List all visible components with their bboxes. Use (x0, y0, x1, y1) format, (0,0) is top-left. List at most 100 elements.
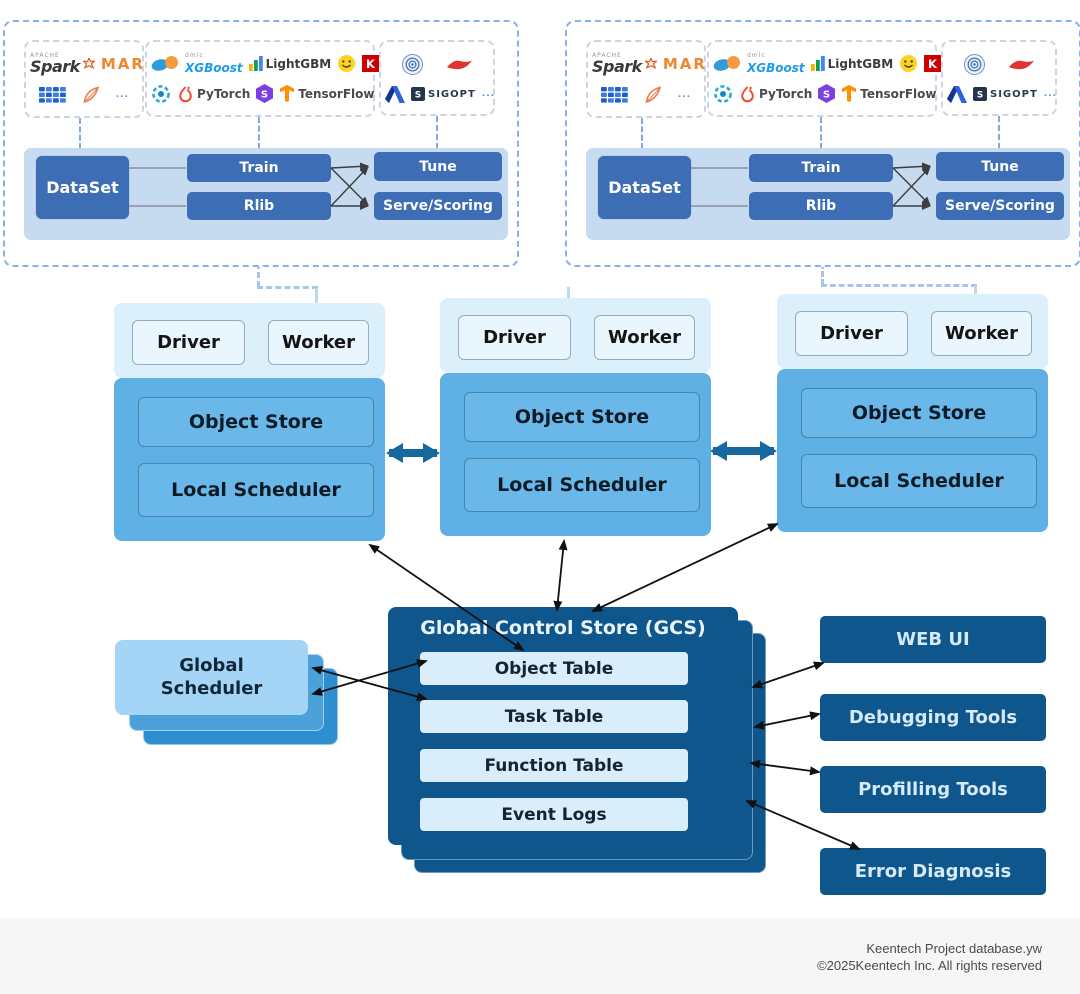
tool-debugging-tools: Debugging Tools (820, 694, 1046, 741)
global-scheduler-stack: Global Scheduler (115, 640, 338, 745)
tuning-logos: S SIGOPT... (941, 40, 1057, 116)
logo-text: MARS (662, 55, 720, 74)
grid-logo (600, 86, 628, 103)
panel-connector-dashed (258, 117, 260, 149)
gcs-table-task-table: Task Table (420, 700, 688, 733)
keras-icon: K (362, 55, 380, 73)
huggingface-icon (899, 54, 918, 73)
spiral-logo (963, 53, 986, 76)
grid-icon (38, 86, 66, 103)
text-logo: ... (116, 90, 129, 100)
rlib-box: Rlib (187, 192, 331, 220)
sigopt-logo: S SIGOPT (973, 87, 1038, 102)
huggingface-logo (337, 54, 356, 73)
hexagon-s-icon: S (818, 84, 836, 104)
logo-row: S SIGOPT... (947, 85, 1056, 103)
lightgbm-icon (248, 56, 263, 72)
feather-logo (643, 85, 663, 105)
logo-text: Spark (592, 57, 642, 77)
panel-to-node-dash-horizontal (257, 286, 318, 289)
lightgbm-logo: LightGBM (810, 56, 894, 72)
hexagon-s-logo: S (818, 84, 836, 104)
panel-connector-dashed (436, 116, 438, 149)
panel-to-node-dash-horizontal (821, 284, 977, 287)
huggingface-logo (899, 54, 918, 73)
svg-text:K: K (928, 57, 938, 71)
object-store-box: Object Store (801, 388, 1037, 438)
logo-text: PyTorch (759, 86, 813, 101)
driver-box: Driver (458, 315, 571, 360)
sklearn-logo (151, 55, 179, 72)
text-logo: ... (482, 89, 495, 99)
svg-text:K: K (366, 57, 376, 71)
pytorch-icon (177, 84, 194, 103)
logo-text: SIGOPT (990, 88, 1038, 100)
feather-icon (643, 85, 663, 105)
logo-subtext: APACHE (592, 52, 622, 60)
local-scheduler-box: Local Scheduler (801, 454, 1037, 508)
swoosh-logo (1008, 58, 1035, 72)
logo-text: Spark (30, 57, 80, 77)
serve-scoring-box: Serve/Scoring (374, 192, 502, 220)
svg-text:S: S (261, 90, 268, 101)
panel-connector-dashed (998, 116, 1000, 149)
text-logo: MARS (101, 55, 158, 73)
keras-icon: K (924, 55, 942, 73)
svg-text:S: S (977, 91, 983, 101)
train-box: Train (749, 154, 893, 182)
ax-logo (947, 85, 967, 103)
spiral-icon (963, 53, 986, 76)
text-logo: ... (678, 90, 691, 100)
logo-text: TensorFlow (298, 86, 375, 101)
dataset-box: DataSet (35, 155, 130, 220)
panel-to-node-dash-vertical (257, 263, 260, 287)
horovod-logo (151, 84, 171, 104)
tool-error-diagnosis: Error Diagnosis (820, 848, 1046, 895)
dataset-box: DataSet (597, 155, 692, 220)
tune-box: Tune (936, 152, 1064, 181)
footer-text: Keentech Project database.yw ©2025Keente… (817, 940, 1042, 974)
footer: Keentech Project database.yw ©2025Keente… (0, 918, 1080, 994)
node-top-connector (567, 287, 570, 302)
panel-connector-dashed (641, 118, 643, 149)
spark-star-icon (644, 58, 657, 70)
keras-logo: K (362, 55, 380, 73)
text-logo: ... (1044, 89, 1057, 99)
logo-text: ... (115, 89, 130, 100)
logo-text: ... (677, 89, 692, 100)
tensorflow-logo: TensorFlow (841, 85, 936, 103)
logo-row: ... (592, 85, 700, 105)
worker-box: Worker (268, 320, 369, 365)
object-store-box: Object Store (138, 397, 374, 447)
tool-profilling-tools: Profilling Tools (820, 766, 1046, 813)
logo-text: MARS (100, 55, 158, 74)
lightgbm-logo: LightGBM (248, 56, 332, 72)
local-scheduler-box: Local Scheduler (138, 463, 374, 517)
pytorch-icon (739, 84, 756, 103)
logo-text: LightGBM (827, 56, 894, 71)
worker-box: Worker (931, 311, 1032, 356)
tune-box: Tune (374, 152, 502, 181)
feather-logo (81, 85, 101, 105)
logo-row (385, 53, 489, 76)
grid-logo (38, 86, 66, 103)
sigopt-icon: S (973, 87, 987, 102)
keras-logo: K (924, 55, 942, 73)
logo-subtext: APACHE (30, 52, 60, 60)
logo-text: LightGBM (265, 56, 332, 71)
spark-star-icon (82, 58, 95, 70)
gcs-table-function-table: Function Table (420, 749, 688, 782)
swoosh-icon (1008, 58, 1035, 72)
logo-text: XGBoost (185, 61, 243, 76)
